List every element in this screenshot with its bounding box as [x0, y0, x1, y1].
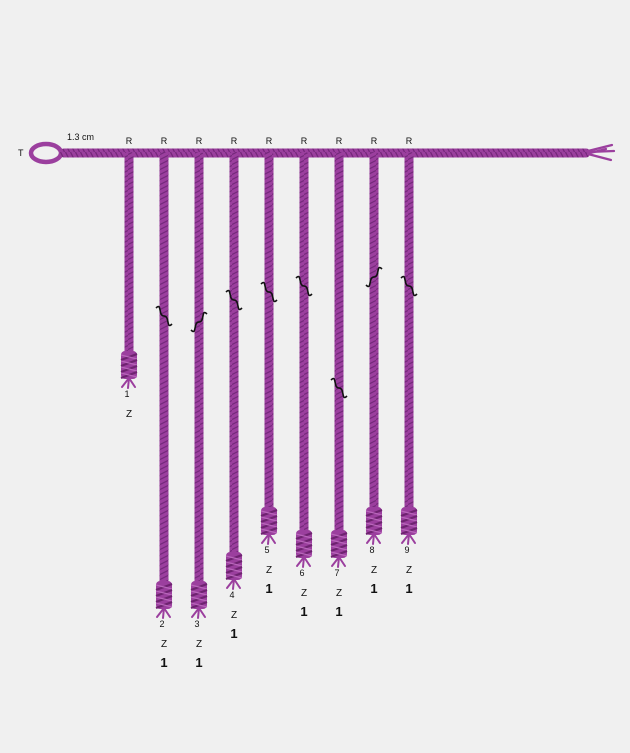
long-knot-icon: [295, 530, 313, 559]
long-knot-icon: [365, 507, 383, 536]
tassel-icon: [156, 607, 171, 619]
attachment-label: R: [301, 136, 308, 146]
long-knot-icon: [260, 507, 278, 536]
pendant-number: 3: [194, 619, 199, 629]
break-mark-icon: [400, 275, 418, 297]
knot-value: 1: [405, 581, 412, 596]
knot-value: 1: [300, 604, 307, 619]
pendant-cord-5: R 5Z 1: [260, 136, 278, 596]
primary-cord: T 1.3 cm: [18, 132, 616, 165]
long-knot-icon: [400, 507, 418, 536]
knot-value: 1: [230, 626, 237, 641]
tassel-icon: [331, 556, 346, 568]
attachment-label: R: [266, 136, 273, 146]
tassel-icon: [226, 578, 241, 590]
twist-label: Z: [126, 409, 132, 420]
twist-label: Z: [406, 565, 412, 576]
break-mark-icon: [365, 266, 383, 288]
pendant-cord-body: [124, 152, 134, 359]
attachment-label: R: [406, 136, 413, 146]
primary-cord-end-label: T: [18, 148, 24, 158]
attachment-label: R: [196, 136, 203, 146]
pendant-number: 8: [369, 545, 374, 555]
pendant-cord-9: R 9Z 1: [400, 136, 418, 596]
pendant-cord-4: R 4Z 1: [225, 136, 243, 641]
pendant-cord-1: R 1Z: [120, 136, 138, 420]
break-mark-icon: [260, 281, 278, 303]
pendant-number: 4: [229, 590, 234, 600]
pendant-number: 7: [334, 568, 339, 578]
frayed-end-icon: [586, 143, 616, 162]
break-mark-icon: [295, 275, 313, 297]
tassel-icon: [401, 533, 416, 545]
primary-cord-body: [60, 148, 590, 158]
pendant-cord-3: R 3Z 1: [190, 136, 208, 670]
long-knot-icon: [155, 581, 173, 610]
tassel-icon: [191, 607, 206, 619]
knot-value: 1: [265, 581, 272, 596]
tassel-icon: [261, 533, 276, 545]
twist-label: Z: [196, 639, 202, 650]
twist-label: Z: [301, 588, 307, 599]
attachment-label: R: [231, 136, 238, 146]
long-knot-icon: [120, 351, 138, 380]
twist-label: Z: [231, 610, 237, 621]
break-mark-icon: [190, 311, 208, 333]
knot-value: 1: [370, 581, 377, 596]
pendant-cord-body: [334, 152, 344, 538]
attachment-label: R: [126, 136, 133, 146]
twist-label: Z: [161, 639, 167, 650]
long-knot-icon: [190, 581, 208, 610]
break-mark-icon: [225, 289, 243, 311]
tassel-icon: [296, 556, 311, 568]
pendant-cord-2: R 2Z 1: [155, 136, 173, 670]
pendant-cord-body: [194, 152, 204, 589]
twist-label: Z: [371, 565, 377, 576]
long-knot-icon: [225, 552, 243, 581]
loop-icon: [28, 141, 64, 165]
tassel-icon: [366, 533, 381, 545]
pendant-cord-body: [369, 152, 379, 515]
pendant-cord-body: [159, 152, 169, 589]
knot-value: 1: [160, 655, 167, 670]
pendant-cord-body: [229, 152, 239, 560]
pendant-cord-7: R 7Z 1: [330, 136, 348, 619]
twist-label: Z: [266, 565, 272, 576]
pendant-cord-6: R 6Z 1: [295, 136, 313, 619]
pendant-cord-body: [264, 152, 274, 515]
attachment-label: R: [161, 136, 168, 146]
pendant-cord-body: [404, 152, 414, 515]
tassel-icon: [121, 377, 136, 389]
pendant-number: 2: [159, 619, 164, 629]
knot-value: 1: [335, 604, 342, 619]
attachment-label: R: [371, 136, 378, 146]
pendant-number: 5: [264, 545, 269, 555]
pendant-cord-body: [299, 152, 309, 538]
attachment-label: R: [336, 136, 343, 146]
break-mark-icon: [330, 377, 348, 399]
long-knot-icon: [330, 530, 348, 559]
twist-label: Z: [336, 588, 342, 599]
pendant-number: 6: [299, 568, 304, 578]
knot-value: 1: [195, 655, 202, 670]
pendant-number: 9: [404, 545, 409, 555]
pendant-number: 1: [124, 389, 129, 399]
pendant-cord-8: R 8Z 1: [365, 136, 383, 596]
break-mark-icon: [155, 305, 173, 327]
spacing-label: 1.3 cm: [67, 132, 94, 142]
